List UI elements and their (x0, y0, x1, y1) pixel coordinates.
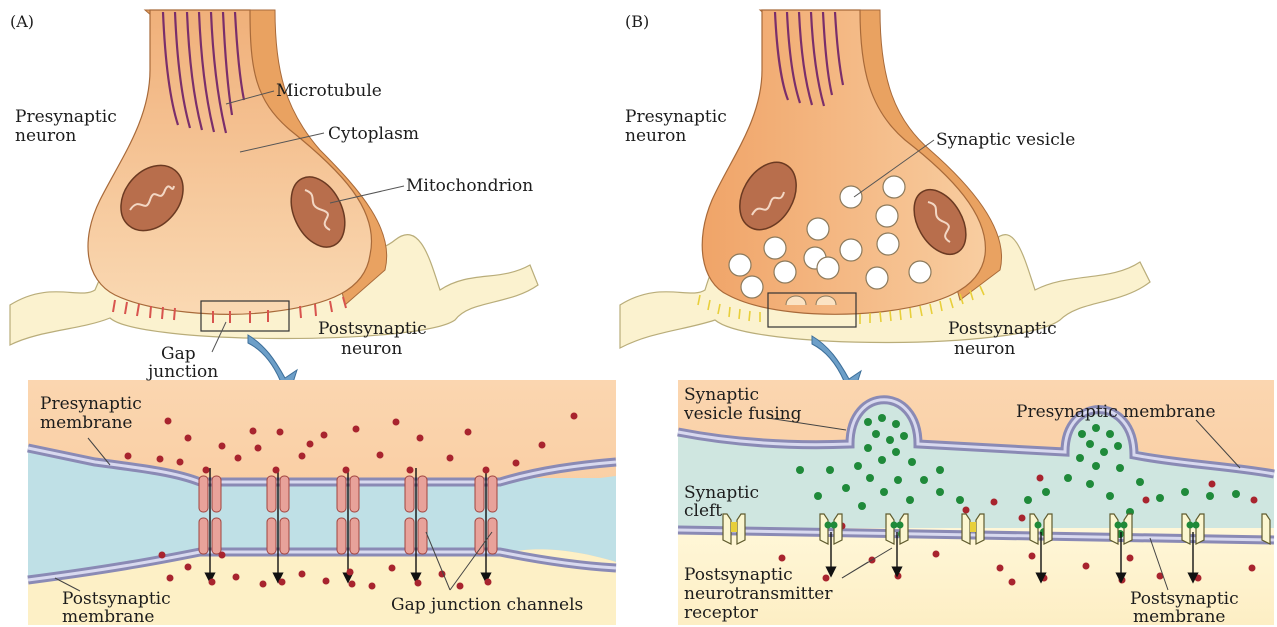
label-postsynaptic-membrane-a-2: membrane (62, 608, 154, 627)
label-presynaptic-neuron-b-1: Presynaptic (625, 108, 727, 127)
label-synaptic-vesicle: Synaptic vesicle (936, 131, 1075, 150)
label-presynaptic-membrane-b: Presynaptic membrane (1016, 403, 1216, 422)
label-gap-junction-channels: Gap junction channels (391, 596, 583, 615)
label-cytoplasm: Cytoplasm (328, 125, 419, 144)
panel-a-neurons (10, 10, 538, 392)
label-presynaptic-neuron-b-2: neuron (625, 127, 686, 146)
label-presynaptic-neuron-a-2: neuron (15, 127, 76, 146)
panel-b-letter: (B) (625, 12, 649, 31)
label-presynaptic-membrane-a-2: membrane (40, 414, 132, 433)
label-mitochondrion: Mitochondrion (406, 177, 533, 196)
label-postsynaptic-neuron-b-1: Postsynaptic (948, 320, 1057, 339)
label-receptor-2: neurotransmitter (684, 585, 833, 604)
label-presynaptic-neuron-a-1: Presynaptic (15, 108, 117, 127)
label-receptor-3: receptor (684, 604, 758, 623)
label-postsynaptic-neuron-b-2: neuron (954, 340, 1015, 359)
label-vesicle-fusing-1: Synaptic (684, 386, 759, 405)
label-gap-junction-2: junction (148, 363, 218, 382)
label-receptor-1: Postsynaptic (684, 566, 793, 585)
panel-a-letter: (A) (10, 12, 34, 31)
label-vesicle-fusing-2: vesicle fusing (684, 405, 801, 424)
panel-b-neurons (620, 10, 1150, 393)
label-synaptic-cleft-2: cleft (684, 502, 722, 521)
label-microtubule: Microtubule (276, 82, 382, 101)
label-postsynaptic-neuron-a-2: neuron (341, 340, 402, 359)
label-presynaptic-membrane-a-1: Presynaptic (40, 395, 142, 414)
label-postsynaptic-neuron-a-1: Postsynaptic (318, 320, 427, 339)
label-postsynaptic-membrane-b-2: membrane (1133, 608, 1225, 627)
